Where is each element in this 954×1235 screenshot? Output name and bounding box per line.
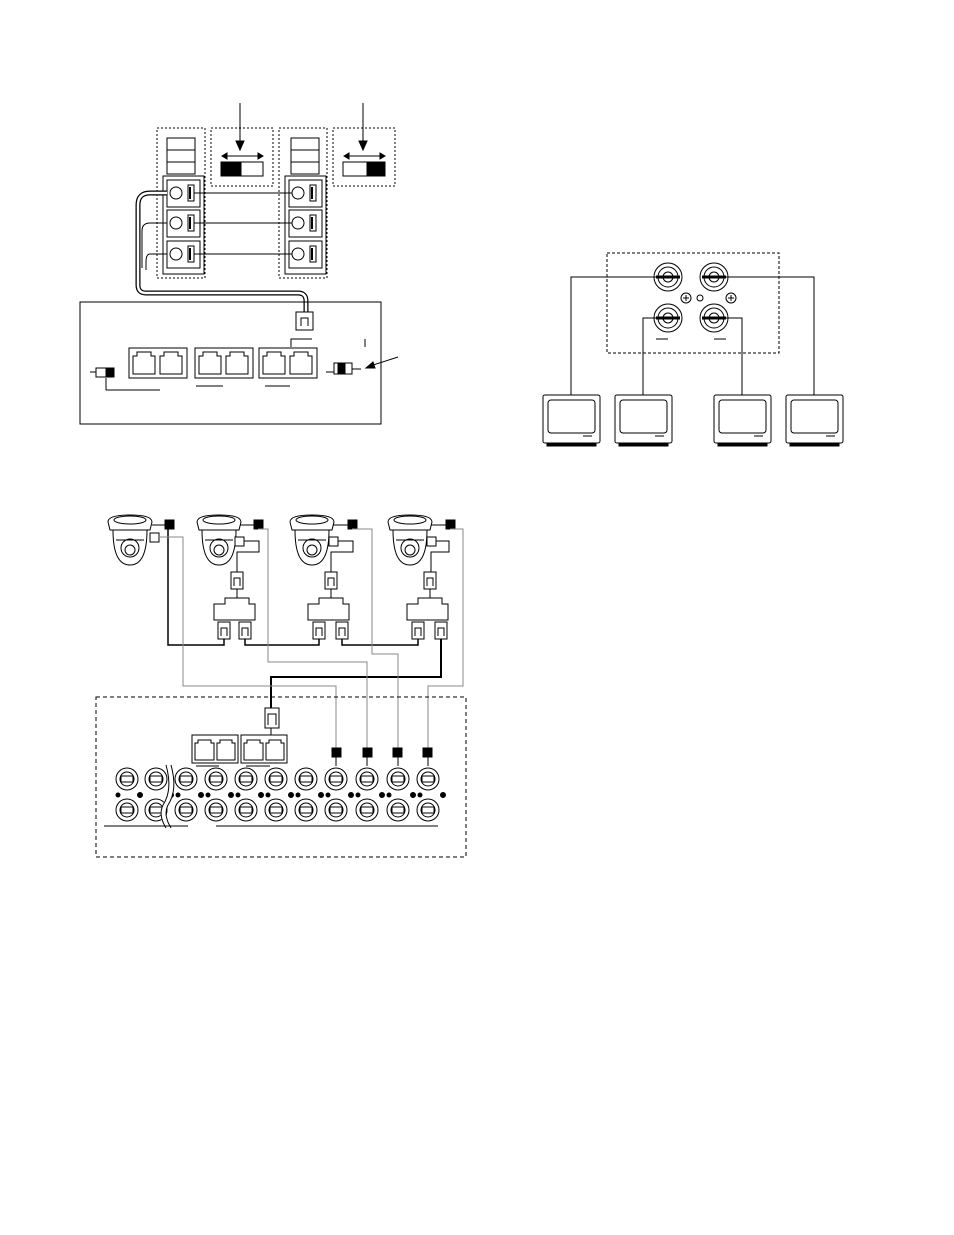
bnc-connector-bottom-left [654, 304, 682, 332]
matrix-modular-plug [265, 708, 279, 728]
pointer-arrow-left [236, 103, 244, 150]
pointer-arrow-right [359, 103, 367, 150]
rj-jack-pair-2 [195, 348, 253, 378]
modular-plug [296, 312, 313, 330]
dome-camera-1 [108, 515, 152, 565]
monitor-4 [786, 395, 843, 446]
dotted-group-left-switch [211, 128, 273, 186]
diagram-controller-wiring [80, 103, 398, 424]
toggle-switch-left [90, 368, 114, 377]
left-connector-block [163, 176, 204, 274]
bnc-connector-top-right [700, 263, 728, 291]
left-unit-slots [167, 138, 195, 174]
toggle-switch-right [326, 363, 361, 374]
diagram-camera-system [96, 515, 466, 857]
junction-box-3 [407, 598, 448, 639]
dome-camera-3 [290, 515, 334, 565]
dotted-bnc-panel [607, 253, 779, 353]
junction-box-2 [308, 598, 349, 639]
matrix-switcher-panel [96, 697, 466, 857]
pointer-arrow-panel [366, 357, 398, 368]
matrix-input-terminals [332, 748, 432, 766]
rj-jack-pair-3 [259, 348, 317, 378]
slide-switch-right [343, 153, 385, 176]
screw-icons [681, 293, 736, 303]
right-unit-slots [291, 138, 319, 174]
right-connector-block [285, 176, 326, 274]
diagram-monitor-connection [543, 253, 843, 446]
monitor-3 [714, 395, 771, 446]
rj-jack-pair-1 [129, 348, 187, 378]
slide-switch-left [221, 153, 263, 176]
junction-plugs [231, 572, 436, 589]
dome-camera-2 [197, 515, 241, 565]
bnc-connector-bottom-right [700, 304, 728, 332]
matrix-rj-jacks [192, 735, 287, 766]
dotted-group-right-switch [333, 128, 395, 186]
bnc-row-top [116, 768, 439, 790]
monitor-2 [615, 395, 672, 446]
bnc-row-screws [116, 793, 446, 798]
dome-camera-4 [388, 515, 432, 565]
monitor-1 [543, 395, 600, 446]
bnc-connector-top-left [654, 263, 682, 291]
junction-box-1 [214, 598, 255, 639]
